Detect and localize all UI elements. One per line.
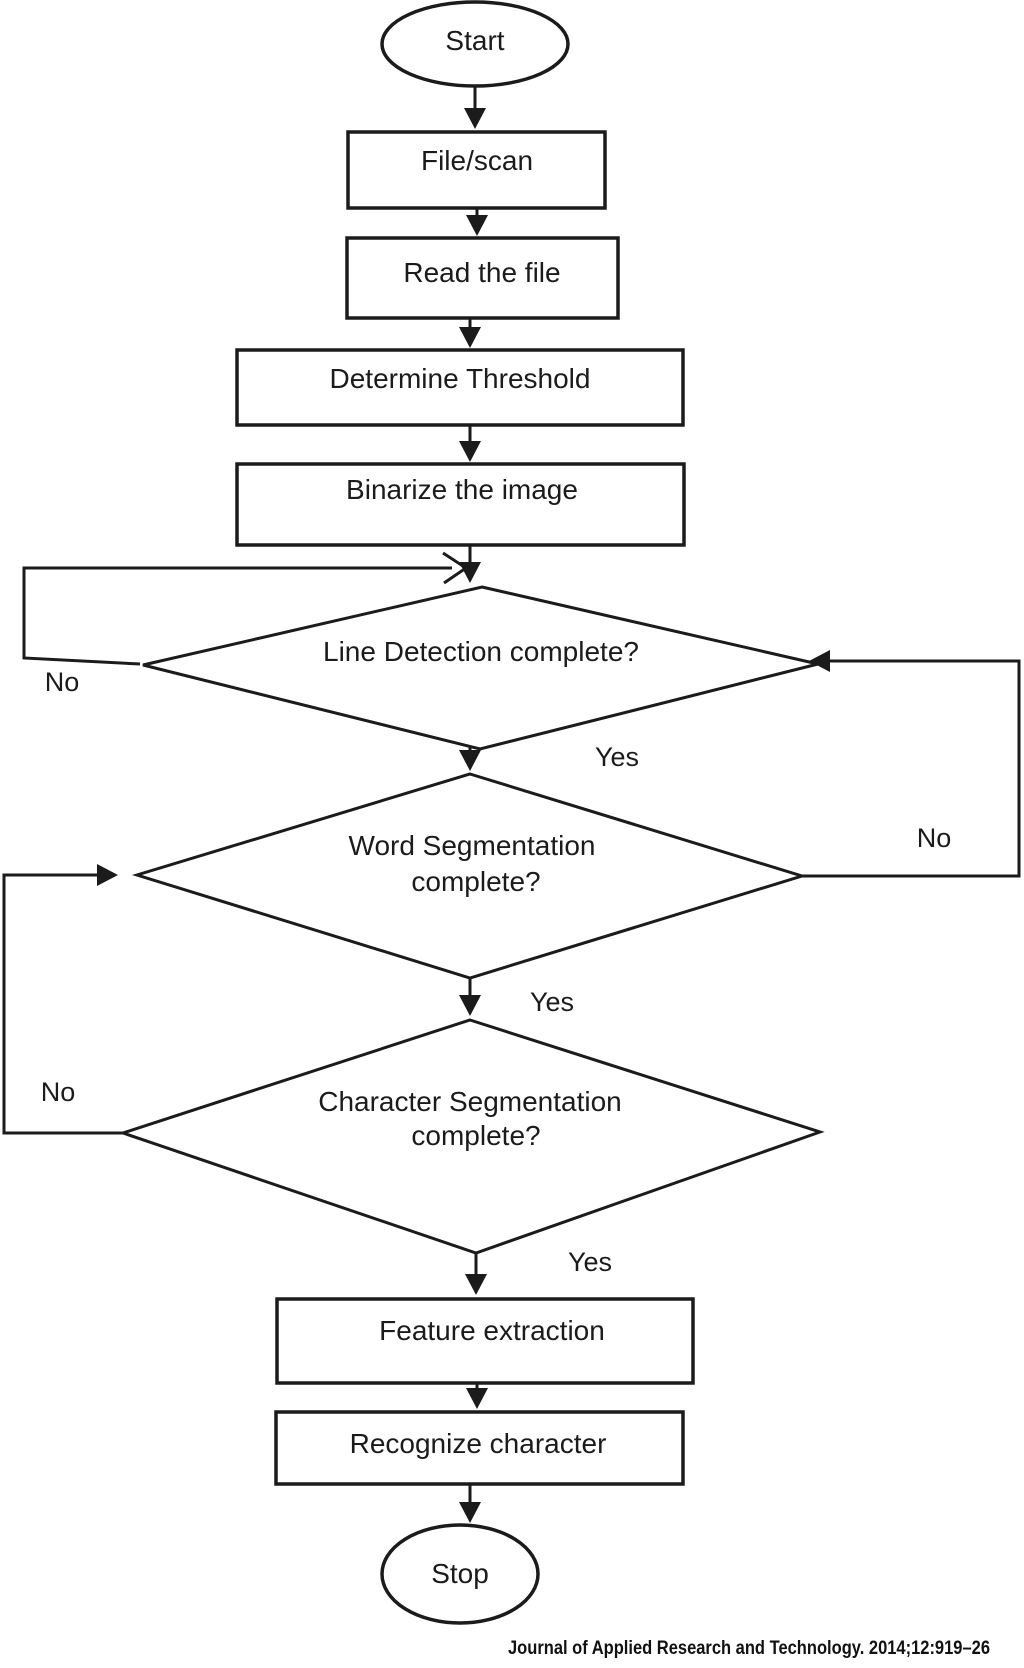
node-binarize-image: Binarize the image xyxy=(235,462,686,547)
process-rect xyxy=(275,1297,695,1385)
node-binarize-image-label: Binarize the image xyxy=(346,474,578,505)
decision-diamond xyxy=(131,772,808,980)
node-read-file: Read the file xyxy=(345,236,620,320)
decision-diamond xyxy=(118,1018,825,1255)
connector-line xyxy=(2,864,123,1135)
connector-line xyxy=(22,566,452,666)
node-stop: Stop xyxy=(380,1523,540,1625)
node-character-segmentation-label-line1: Character Segmentation xyxy=(318,1086,622,1117)
node-feature-extraction-label: Feature extraction xyxy=(379,1315,605,1346)
edge-label-word-segmentation-no: No xyxy=(917,823,952,853)
node-start-label: Start xyxy=(445,25,504,56)
node-file-scan-label: File/scan xyxy=(421,145,533,176)
edge-linedetection-no-loop xyxy=(22,551,469,666)
terminator-ellipse xyxy=(380,0,570,88)
terminator-ellipse xyxy=(380,1523,540,1625)
node-word-segmentation: Word Segmentation complete? xyxy=(131,772,808,980)
node-word-segmentation-label-line2: complete? xyxy=(411,866,540,897)
node-feature-extraction: Feature extraction xyxy=(275,1297,695,1385)
edge-label-line-detection-no: No xyxy=(45,667,80,697)
node-determine-threshold-label: Determine Threshold xyxy=(330,363,591,394)
node-start: Start xyxy=(380,0,570,88)
node-file-scan: File/scan xyxy=(346,130,607,210)
process-rect xyxy=(235,462,686,547)
node-line-detection: Line Detection complete? xyxy=(142,585,819,751)
process-rect xyxy=(345,236,620,320)
node-recognize-character-label: Recognize character xyxy=(350,1428,607,1459)
process-rect xyxy=(274,1410,685,1486)
edge-label-character-segmentation-no: No xyxy=(41,1077,76,1107)
edge-label-word-segmentation-yes: Yes xyxy=(530,987,574,1017)
node-stop-label: Stop xyxy=(431,1558,489,1589)
edge-charsegmentation-no-loop xyxy=(2,864,123,1135)
node-read-file-label: Read the file xyxy=(403,257,560,288)
process-rect xyxy=(346,130,607,210)
process-rect xyxy=(235,348,685,427)
decision-diamond xyxy=(142,585,819,751)
node-line-detection-label: Line Detection complete? xyxy=(323,636,639,667)
node-character-segmentation-label-line2: complete? xyxy=(411,1120,540,1151)
connector-line xyxy=(802,650,1021,878)
open-arrowhead-icon xyxy=(442,551,469,585)
node-recognize-character: Recognize character xyxy=(274,1410,685,1486)
edge-wordsegmentation-no-loop xyxy=(802,650,1021,878)
node-determine-threshold: Determine Threshold xyxy=(235,348,685,427)
node-character-segmentation: Character Segmentation complete? xyxy=(118,1018,825,1255)
journal-citation: Journal of Applied Research and Technolo… xyxy=(508,1638,990,1659)
node-word-segmentation-label-line1: Word Segmentation xyxy=(349,830,596,861)
edge-label-line-detection-yes: Yes xyxy=(595,742,639,772)
edge-label-character-segmentation-yes: Yes xyxy=(568,1247,612,1277)
